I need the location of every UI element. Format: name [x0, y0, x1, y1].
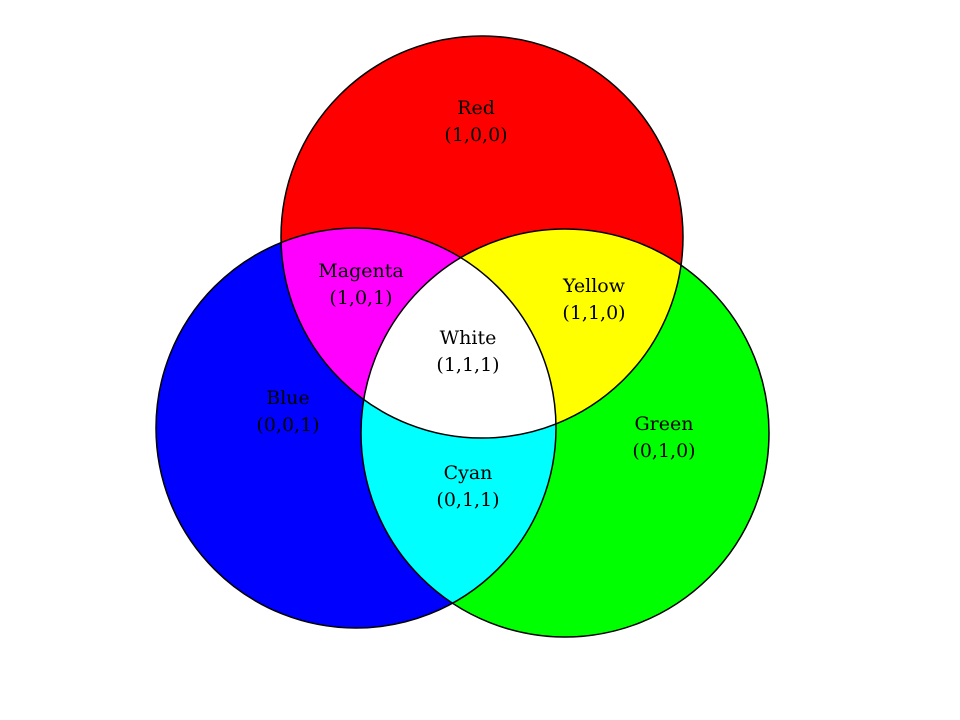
yellow-value: (1,1,0) [562, 302, 625, 324]
red-circle-outline [280, 35, 684, 439]
blue-label: Blue [266, 387, 310, 409]
white-label: White [440, 327, 497, 349]
white-value: (1,1,1) [436, 354, 499, 376]
cyan-value: (0,1,1) [436, 489, 499, 511]
yellow-label: Yellow [562, 275, 626, 297]
green-circle-outline [360, 228, 770, 638]
blue-value: (0,0,1) [256, 414, 319, 436]
red-value: (1,0,0) [444, 124, 507, 146]
green-value: (0,1,0) [632, 440, 695, 462]
magenta-value: (1,0,1) [329, 287, 392, 309]
magenta-label: Magenta [318, 260, 403, 282]
cyan-label: Cyan [444, 462, 493, 484]
red-label: Red [457, 97, 495, 119]
white-overlap [361, 229, 556, 438]
green-label: Green [635, 413, 694, 435]
blue-circle-outline [155, 227, 557, 629]
